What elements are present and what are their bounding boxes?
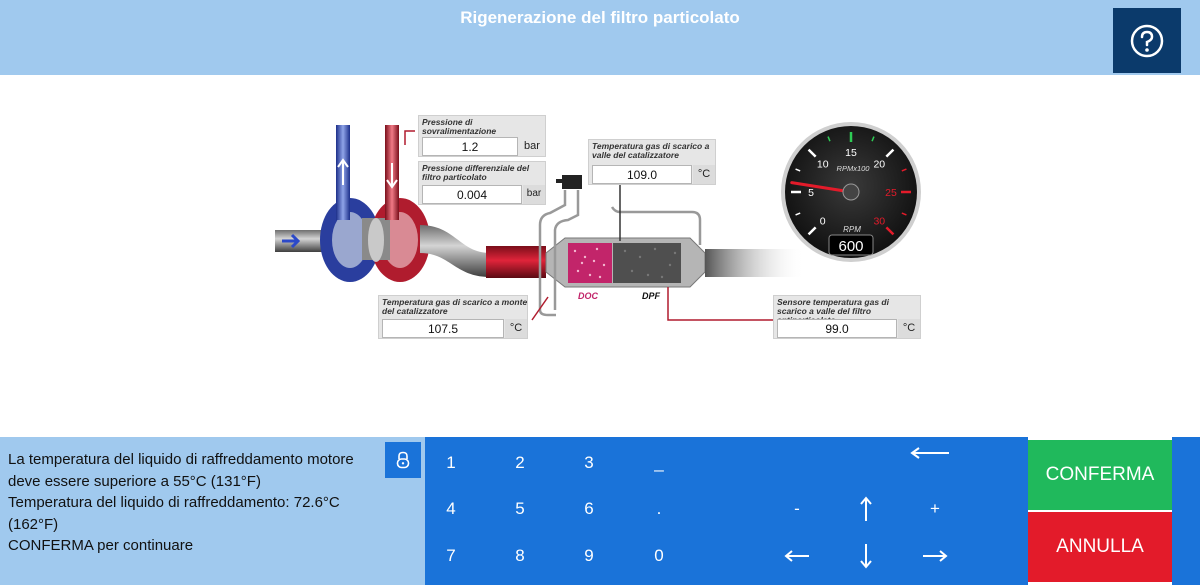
backspace-key[interactable]	[900, 433, 960, 473]
cat-inlet-temp-label: Temperatura gas di scarico a monte del c…	[382, 297, 528, 316]
arrow-up-icon	[860, 496, 872, 521]
plus-key[interactable]: +	[930, 499, 940, 518]
key-6[interactable]: 6	[584, 499, 594, 518]
page-title: Rigenerazione del filtro particolato	[460, 8, 740, 27]
info-message: La temperatura del liquido di raffreddam…	[8, 449, 378, 557]
exhaust-schematic: 0 5 10 15 20 25 30 RPMx100 RPM 600 DOC DPF	[275, 122, 921, 321]
help-button[interactable]	[1113, 8, 1181, 73]
boost-pressure-readout: Pressione di sovralimentazione 1.2 bar	[418, 115, 546, 157]
arrow-down-icon	[860, 544, 872, 569]
key-2[interactable]: 2	[515, 453, 525, 472]
cat-outlet-temp-label: Temperatura gas di scarico a valle del c…	[592, 141, 710, 160]
info-line-coolant-temp: Temperatura del liquido di raffreddament…	[8, 494, 340, 533]
cat-inlet-temp-value: 107.5	[382, 319, 504, 338]
arrow-right-key[interactable]	[905, 536, 965, 576]
right-edge-strip	[1172, 437, 1200, 585]
gauge-tick	[807, 148, 817, 158]
boost-pressure-label: Pressione di sovralimentazione	[422, 117, 497, 136]
boost-pressure-unit: bar	[524, 140, 540, 152]
rpm-gauge: 0 5 10 15 20 25 30 RPMx100 RPM 600	[781, 122, 921, 262]
arrow-left-key[interactable]	[767, 536, 827, 576]
gauge-tick-label: 15	[845, 147, 857, 159]
gauge-tick	[885, 148, 895, 158]
diff-pressure-value: 0.004	[422, 185, 522, 204]
dpf-outlet-temp-value: 99.0	[777, 319, 897, 338]
arrow-right-icon	[923, 550, 948, 562]
numeric-keypad: 1 2 3 _ 4 5 6 . 7 8 9 0 - +	[425, 437, 1028, 585]
gauge-rpm-label: RPM	[843, 225, 861, 234]
confirm-button[interactable]: CONFERMA	[1028, 440, 1172, 510]
gauge-tick	[807, 226, 817, 236]
doc-label: DOC	[578, 291, 599, 301]
cancel-button[interactable]: ANNULLA	[1028, 512, 1172, 582]
key-8[interactable]: 8	[515, 546, 525, 565]
arrow-left-icon	[784, 550, 809, 562]
gauge-tick	[795, 168, 801, 172]
gauge-tick	[827, 136, 831, 142]
key-dot[interactable]: .	[656, 499, 662, 518]
lock-icon	[396, 451, 410, 469]
header-bar: Rigenerazione del filtro particolato	[0, 0, 1200, 75]
gauge-tick-label: 25	[885, 187, 897, 199]
cat-outlet-temp-value: 109.0	[592, 165, 692, 184]
gauge-needle	[790, 181, 853, 194]
gauge-tick-label: 30	[873, 215, 885, 227]
cat-outlet-temp-readout: Temperatura gas di scarico a valle del c…	[588, 139, 716, 185]
gauge-tick-label: 10	[817, 159, 829, 171]
info-line-requirement: La temperatura del liquido di raffreddam…	[8, 451, 354, 490]
arrow-down-key[interactable]	[836, 536, 896, 576]
key-0[interactable]: 0	[654, 546, 664, 565]
minus-key[interactable]: -	[794, 499, 800, 518]
dpf-label: DPF	[642, 291, 661, 301]
cat-outlet-temp-unit: °C	[693, 165, 715, 184]
gauge-tick	[901, 168, 907, 172]
key-5[interactable]: 5	[515, 499, 525, 518]
key-3[interactable]: 3	[584, 453, 594, 472]
gauge-tick-label: 0	[820, 215, 826, 227]
gauge-tick-label: 5	[808, 187, 814, 199]
cat-inlet-temp-readout: Temperatura gas di scarico a monte del c…	[378, 295, 528, 339]
gauge-scale-label: RPMx100	[837, 164, 871, 173]
diff-pressure-readout: Pressione differenziale del filtro parti…	[418, 161, 546, 205]
dpf-outlet-temp-unit: °C	[898, 319, 920, 338]
gauge-tick-label: 20	[873, 159, 885, 171]
arrow-up-key[interactable]	[836, 489, 896, 529]
key-4[interactable]: 4	[446, 499, 456, 518]
gauge-tick	[885, 226, 895, 236]
boost-pressure-value: 1.2	[422, 137, 518, 156]
gauge-tick	[871, 136, 875, 142]
question-circle-icon	[1130, 24, 1164, 57]
backspace-arrow-icon	[910, 447, 949, 459]
cat-inlet-temp-unit: °C	[505, 319, 527, 338]
gauge-tick	[795, 212, 801, 216]
key-1[interactable]: 1	[446, 453, 456, 472]
diff-pressure-label: Pressione differenziale del filtro parti…	[422, 163, 530, 182]
diff-pressure-unit: bar	[523, 185, 545, 204]
info-panel: La temperatura del liquido di raffreddam…	[0, 437, 425, 585]
gauge-rpm-value: 600	[838, 238, 863, 255]
key-9[interactable]: 9	[584, 546, 594, 565]
exhaust-system-diagram: 0 5 10 15 20 25 30 RPMx100 RPM 600 DOC DPF Pre…	[0, 75, 1200, 437]
key-7[interactable]: 7	[446, 546, 456, 565]
dpf-outlet-temp-readout: Sensore temperatura gas di scarico a val…	[773, 295, 921, 339]
lock-button[interactable]	[385, 442, 421, 478]
key-underscore[interactable]: _	[654, 453, 664, 472]
gauge-tick	[901, 212, 907, 216]
info-line-instruction: CONFERMA per continuare	[8, 537, 194, 554]
